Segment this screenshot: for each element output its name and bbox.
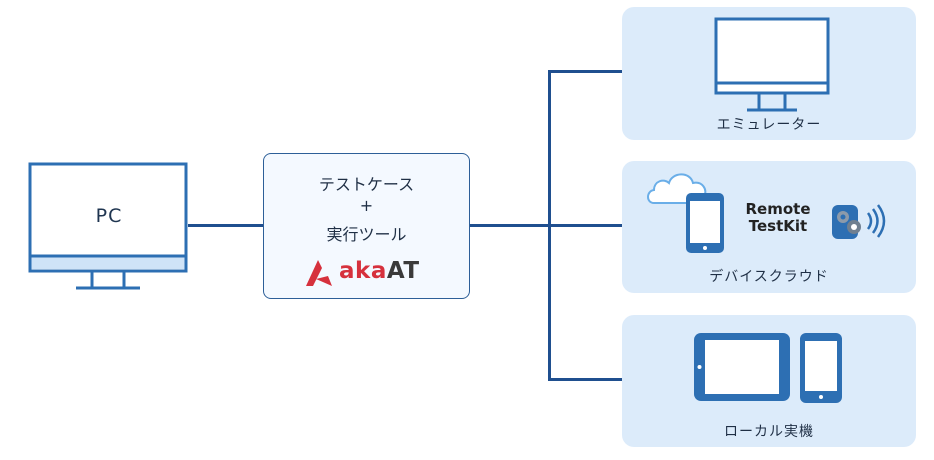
akaat-wordmark: akaAT (339, 258, 420, 284)
tool-line-runner: 実行ツール (326, 225, 407, 244)
panel-local-devices-label: ローカル実機 (724, 424, 814, 440)
remote-testkit-gear-icon (832, 204, 886, 239)
tool-line-testcase: テストケース (318, 175, 415, 194)
connector-branch-cloud (548, 224, 622, 227)
tool-line-plus: + (359, 196, 374, 215)
smartphone-icon (686, 193, 724, 253)
panel-device-cloud: Remote TestKit デバイスクラウド (622, 161, 916, 293)
akaat-logo: akaAT (302, 257, 437, 289)
remote-testkit-line1: Remote (745, 200, 811, 218)
pc-monitor-icon (28, 162, 188, 290)
monitor-icon (714, 17, 830, 112)
remote-testkit-wordmark: Remote TestKit (738, 201, 818, 235)
connector-branch-local (548, 378, 622, 381)
panel-emulator-label: エミュレーター (716, 117, 822, 133)
smartphone-local-icon (800, 333, 842, 403)
connector-tool-trunk (470, 224, 551, 227)
akaat-aka-text: aka (339, 258, 387, 284)
pc-label: PC (95, 205, 123, 227)
remote-testkit-line2: TestKit (748, 217, 808, 235)
akaat-at-text: AT (386, 258, 420, 284)
panel-local-devices: ローカル実機 (622, 315, 916, 447)
panel-emulator: エミュレーター (622, 7, 916, 140)
connector-pc-tool (188, 224, 264, 227)
test-tool-box: テストケース + 実行ツール akaAT (263, 153, 470, 299)
akaat-mark-icon (306, 260, 332, 286)
connector-branch-emulator (548, 70, 622, 73)
panel-device-cloud-label: デバイスクラウド (709, 269, 829, 285)
tablet-icon (694, 333, 790, 401)
